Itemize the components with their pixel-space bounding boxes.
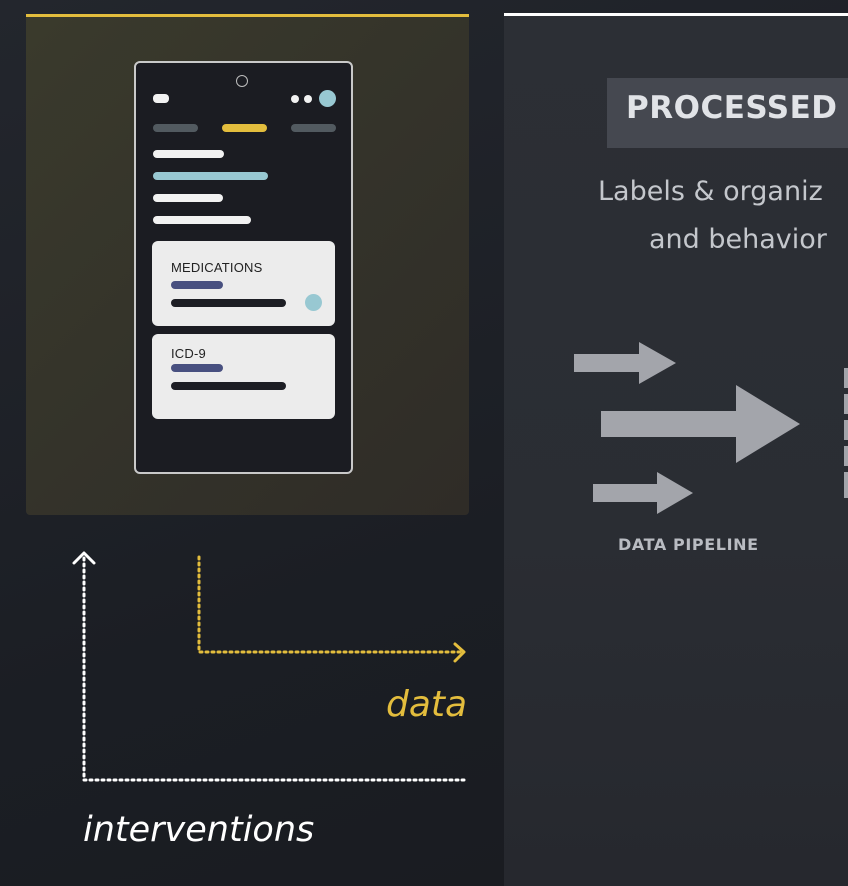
data-pipeline-label: DATA PIPELINE [618,535,759,554]
text-line [153,216,251,224]
stack-bar-icon [844,394,848,414]
phone-mockup: MEDICATIONS ICD-9 [134,61,353,474]
status-avatar-dot [319,90,336,107]
processed-panel: PROCESSED Labels & organiz and behavior … [504,13,848,886]
text-line [153,194,223,202]
status-dot [291,95,299,103]
text-line-highlight [153,172,268,180]
status-dot [304,95,312,103]
status-pill [153,94,169,103]
data-arrowhead-icon [453,642,466,663]
stack-bar-icon [844,420,848,440]
stack-bar-icon [844,368,848,388]
app-preview-panel: MEDICATIONS ICD-9 [26,14,469,515]
card-line [171,382,286,390]
medications-card-title: MEDICATIONS [171,260,263,275]
processed-title-box: PROCESSED [607,78,848,148]
text-line [153,150,224,158]
card-line [171,299,286,307]
arrow-small-bottom-icon [593,472,693,514]
icd9-card[interactable]: ICD-9 [152,334,335,419]
data-flow-label: data [386,684,468,725]
stack-bar-icon [844,446,848,466]
interventions-arrowhead-icon [72,551,96,565]
tab-pill[interactable] [153,124,198,132]
card-line [171,364,223,372]
processed-title: PROCESSED [626,90,838,126]
medications-card[interactable]: MEDICATIONS [152,241,335,326]
card-status-dot [305,294,322,311]
card-line [171,281,223,289]
camera-icon [236,75,248,87]
interventions-flow-label: interventions [83,810,315,850]
arrow-small-top-icon [574,342,676,384]
interventions-flow-line [82,554,466,782]
stack-bar-icon [844,472,848,498]
processed-description-line2: and behavior [649,224,827,255]
arrow-large-icon [601,385,800,463]
data-flow-line [197,555,462,654]
tab-pill-active[interactable] [222,124,267,132]
icd9-card-title: ICD-9 [171,346,206,361]
processed-description-line1: Labels & organiz [598,176,823,207]
pipeline-arrows [574,342,848,514]
tab-pill[interactable] [291,124,336,132]
